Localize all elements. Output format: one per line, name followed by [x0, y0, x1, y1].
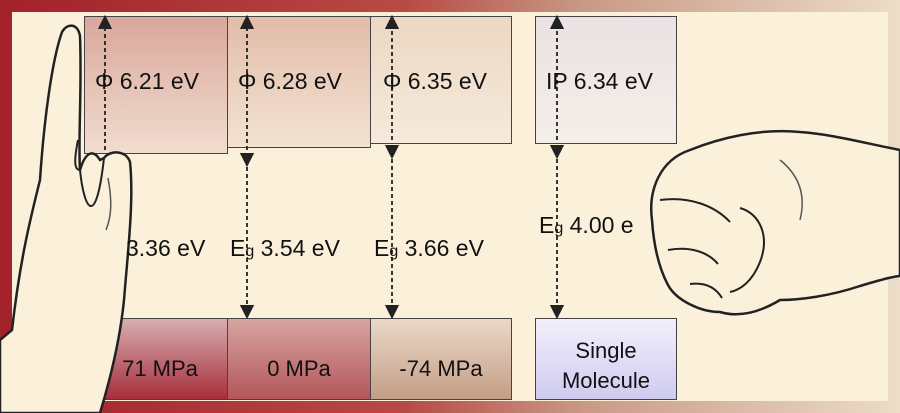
- gap-label-1: 3.36 eV: [126, 235, 205, 262]
- gap-sub-3: g: [389, 243, 399, 260]
- phi-box-3: [370, 16, 512, 144]
- phi-box-1: [84, 16, 228, 154]
- gap-prefix-2: E: [230, 235, 246, 261]
- gap-label-2: Eg 3.54 eV: [230, 235, 340, 262]
- gap-value-1: 3.36 eV: [126, 235, 206, 261]
- gap-prefix-single: E: [539, 212, 555, 238]
- pressure-box-3: [370, 318, 512, 400]
- single-line-2: Molecule: [561, 368, 651, 393]
- open-hand-icon: [0, 24, 133, 413]
- gap-value-2: 3.54 eV: [254, 235, 340, 261]
- gap-label-3: Eg 3.66 eV: [374, 235, 484, 262]
- single-line-1: Single: [575, 338, 637, 363]
- pressure-label-1: 71 MPa: [122, 356, 198, 381]
- phi-label-1: Φ 6.21 eV: [95, 68, 200, 94]
- single-molecule-label: Single Molecule: [535, 336, 677, 396]
- single-molecule-box: [535, 318, 677, 400]
- gap-sub-2: g: [245, 243, 255, 260]
- pressure-box-2: [227, 318, 371, 400]
- gap-value-3: 3.66 eV: [398, 235, 484, 261]
- ip-box: [535, 16, 677, 144]
- gap-sub-single: g: [554, 220, 564, 237]
- gap-label-single: Eg 4.00 e: [539, 212, 634, 239]
- gap-value-single: 4.00 e: [563, 212, 634, 238]
- ip-label: IP 6.34 eV: [546, 68, 653, 94]
- phi-label-2: Φ 6.28 eV: [238, 68, 343, 94]
- pressure-label-3: -74 MPa: [399, 356, 483, 381]
- gap-prefix-3: E: [374, 235, 390, 261]
- fist-icon: [650, 129, 900, 316]
- phi-label-3: Φ 6.35 eV: [383, 68, 488, 94]
- pressure-label-2: 0 MPa: [267, 356, 331, 381]
